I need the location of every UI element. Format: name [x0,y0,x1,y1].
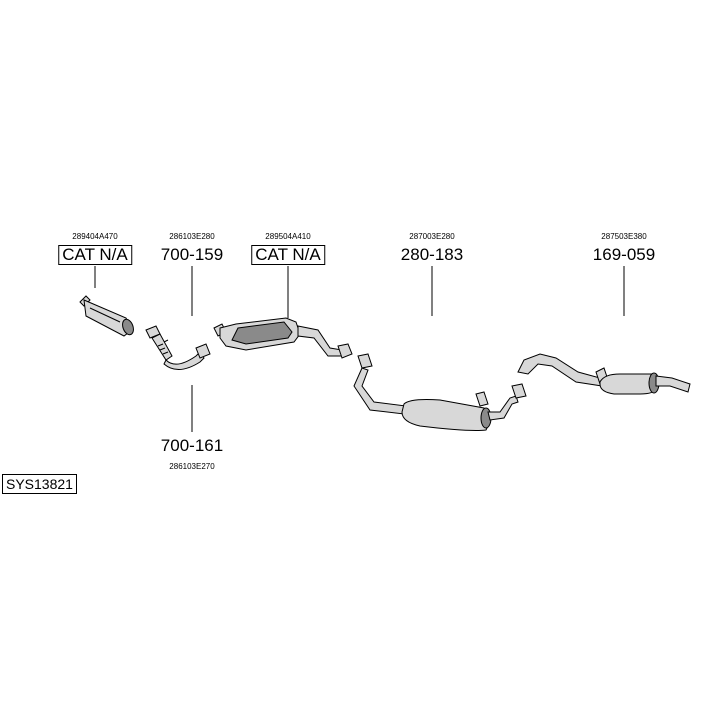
part-label[interactable]: CAT N/A [251,245,325,265]
front-catalytic-converter [79,295,134,337]
part-label[interactable]: 700-161 [160,436,224,455]
center-silencer [353,353,527,431]
rear-silencer [517,353,691,395]
system-code: SYS13821 [2,474,77,494]
main-catalytic-converter [213,317,353,359]
flex-front-pipe [145,325,211,370]
part-label[interactable]: 169-059 [592,245,656,264]
part-label[interactable]: 700-159 [160,245,224,264]
part-label[interactable]: 280-183 [400,245,464,264]
oem-number: 289504A410 [265,232,311,241]
oem-number: 286103E280 [169,232,215,241]
oem-number: 286103E270 [169,462,215,471]
oem-number: 287003E280 [409,232,455,241]
oem-number: 287503E380 [601,232,647,241]
part-label[interactable]: CAT N/A [58,245,132,265]
oem-number: 289404A470 [72,232,118,241]
